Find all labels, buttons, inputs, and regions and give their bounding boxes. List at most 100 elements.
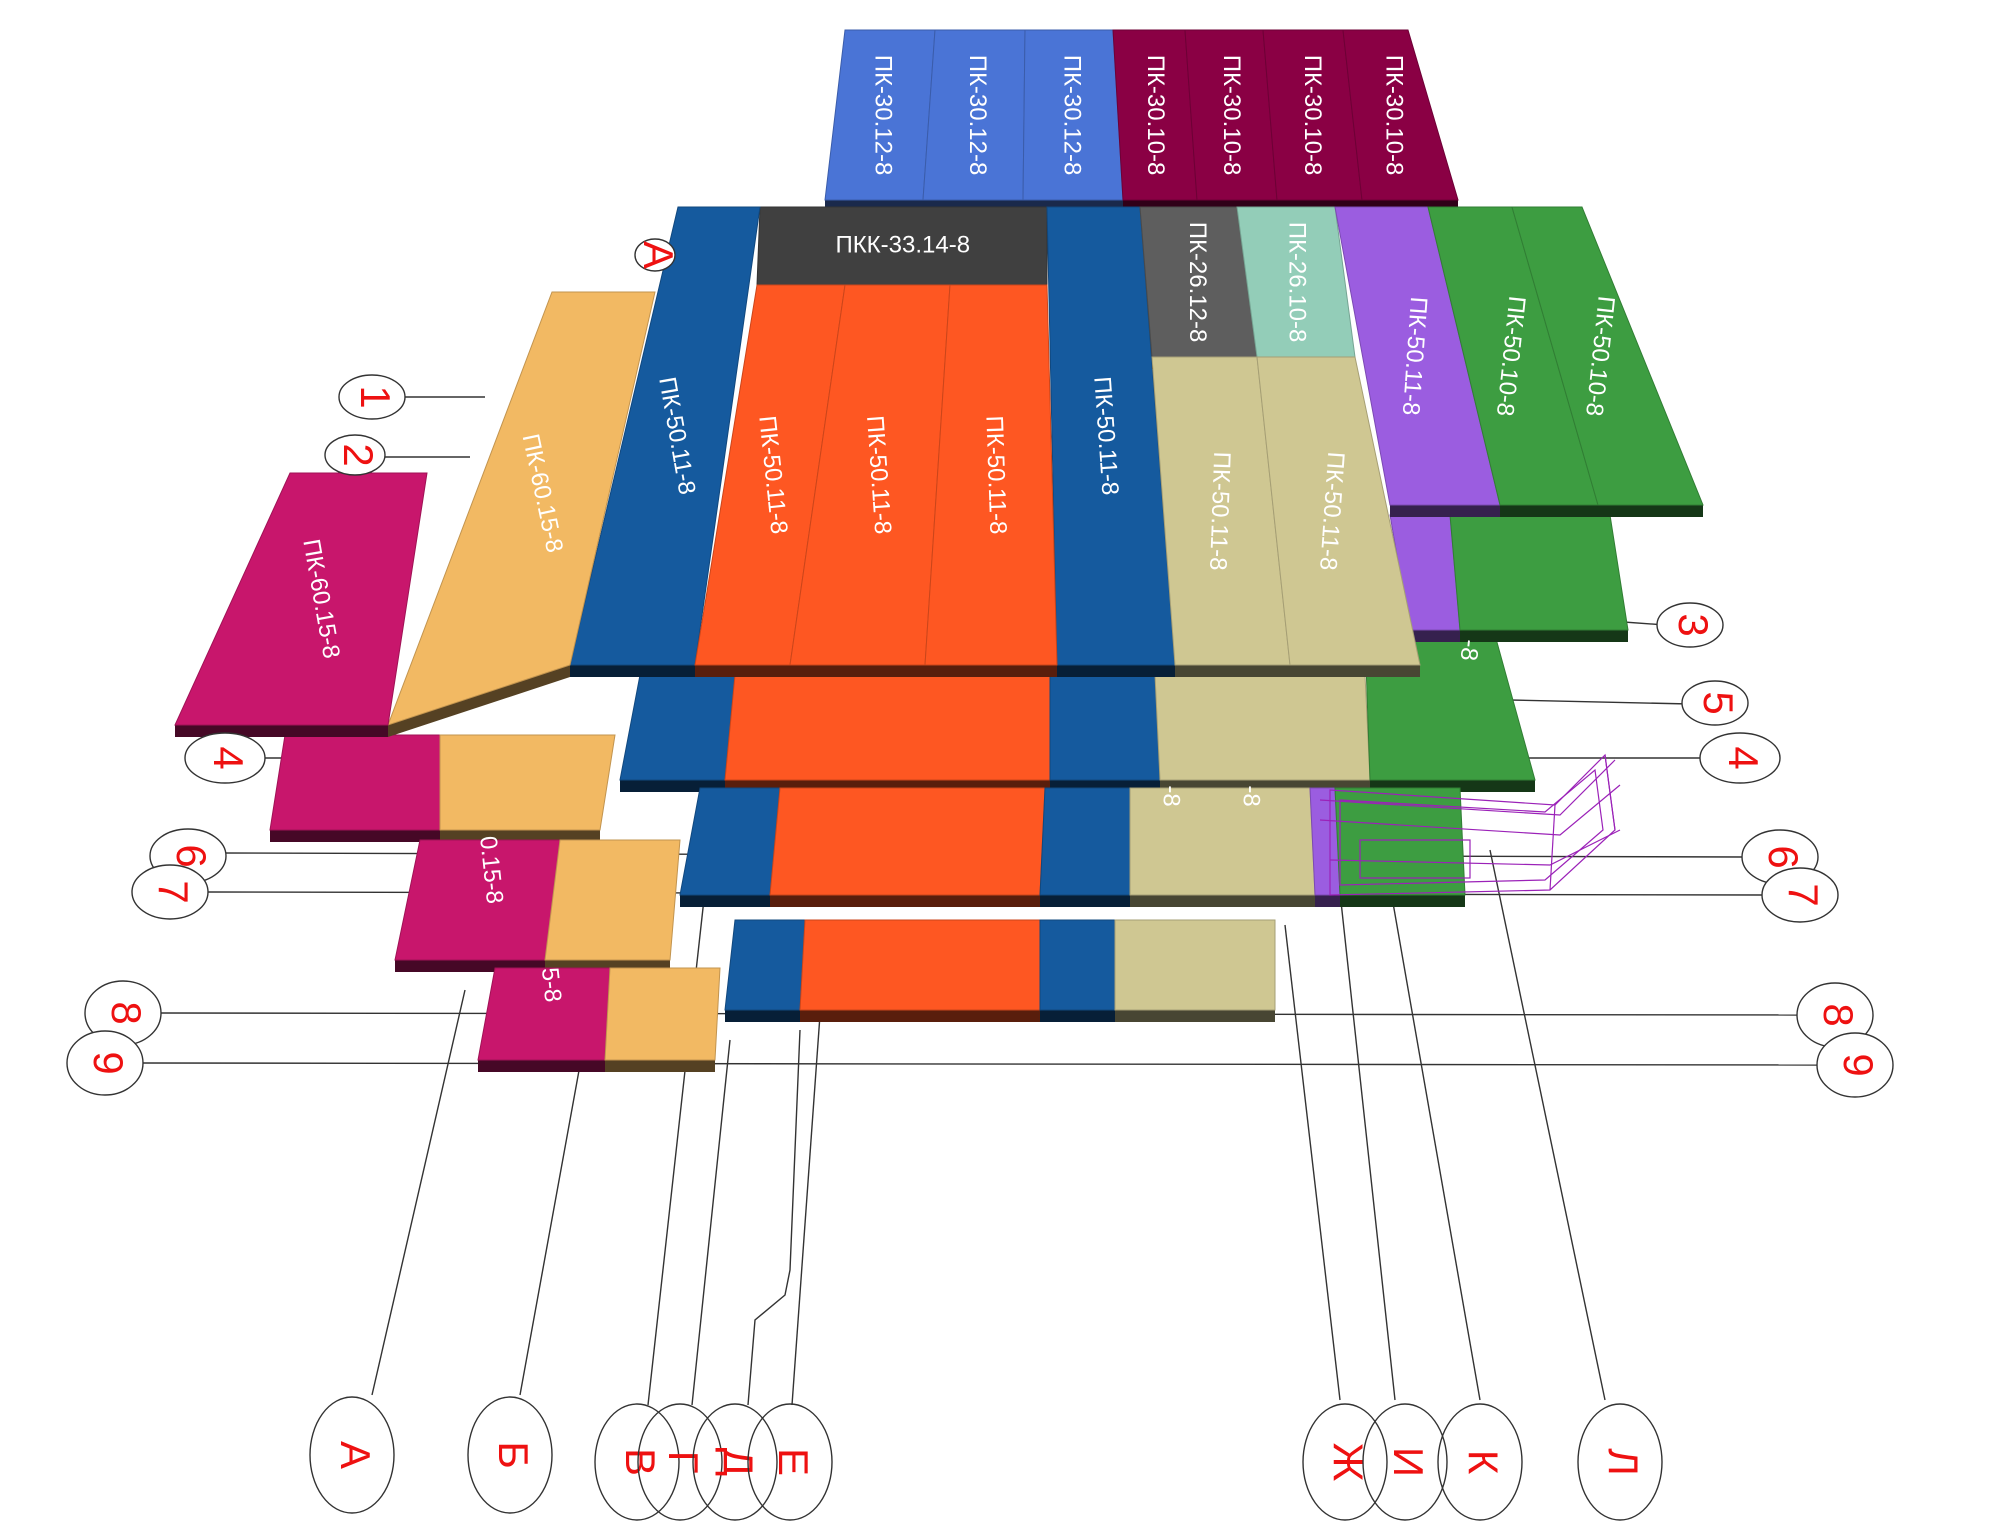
axis-marker-label-n9L: 9 <box>85 1051 132 1074</box>
axis-marker-label-n3: 3 <box>1670 613 1717 636</box>
axis-marker-n7L: 7 <box>131 864 209 920</box>
partial-label-pl-tan3a: -8 <box>1158 785 1185 806</box>
panels: ПК-30.12-8 ПК-30.12-8 ПК-30.12-8 ПК-30.10-8… <box>174 29 1704 1072</box>
panel-or1: ПК-50.11-8 <box>694 284 846 677</box>
axis-marker-n3: 3 <box>1656 602 1724 648</box>
lower-slab-10 <box>769 787 1046 907</box>
axis-line-А <box>371 989 466 1396</box>
panel-or3: ПК-50.11-8 <box>924 284 1058 677</box>
panel-label-top6: ПК-30.10-8 <box>1299 55 1326 176</box>
axis-marker-label-n1: 1 <box>352 385 399 408</box>
axis-marker-LE: Е <box>747 1403 833 1521</box>
panel-green2: ПК-50.10-8 <box>1511 206 1704 517</box>
lower-slab-18 <box>799 919 1041 1022</box>
lower-slab-14 <box>1334 787 1466 907</box>
lower-slab-17 <box>724 919 806 1022</box>
axis-marker-label-n9R: 9 <box>1835 1053 1882 1076</box>
axis-line-Ж <box>1284 924 1341 1401</box>
panel-yellow: ПК-60.15-8 <box>387 291 656 737</box>
panel-magenta: ПК-60.15-8 <box>174 472 428 737</box>
panel-label-mint26: ПК-26.10-8 <box>1284 222 1311 343</box>
axis-marker-LK: К <box>1437 1403 1523 1521</box>
panel-label-or3: ПК-50.11-8 <box>980 415 1011 535</box>
lower-slab-11 <box>1039 787 1131 907</box>
axis-line-9 <box>139 1062 1821 1066</box>
panel-top7: ПК-30.10-8 <box>1342 29 1459 212</box>
lower-slab-19 <box>1039 919 1116 1022</box>
panel-tan1: ПК-50.11-8 <box>1151 356 1291 677</box>
axis-marker-label-n5: 5 <box>1695 691 1742 714</box>
axis-marker-n1: 1 <box>338 374 406 420</box>
axis-marker-nA_top: А <box>634 238 682 272</box>
axis-line-Л <box>1489 849 1606 1401</box>
axis-marker-label-n8R: 8 <box>1815 1003 1862 1026</box>
axis-marker-label-n7R: 7 <box>1780 883 1827 906</box>
lower-slab-6 <box>1449 514 1629 642</box>
panel-green1: ПК-50.10-8 <box>1427 206 1599 517</box>
panel-label-gray26: ПК-26.12-8 <box>1184 222 1211 343</box>
axis-marker-label-LL: Л <box>1600 1448 1647 1476</box>
lower-slab-7 <box>269 734 441 842</box>
lower-slab-3 <box>1154 674 1371 792</box>
axis-marker-LA: А <box>309 1396 395 1514</box>
axis-line-Е <box>791 1014 821 1406</box>
panel-top4: ПК-30.10-8 <box>1112 29 1198 212</box>
panel-label-pkk: ПКК-33.14-8 <box>835 231 970 258</box>
panel-tan2: ПК-50.11-8 <box>1256 356 1421 677</box>
axis-marker-label-LK: К <box>1460 1450 1507 1475</box>
axis-marker-LB: Б <box>467 1396 553 1514</box>
axis-marker-label-LZh: Ж <box>1325 1443 1372 1482</box>
lower-slab-22 <box>604 967 721 1072</box>
panel-label-top5: ПК-30.10-8 <box>1218 55 1245 176</box>
axis-marker-LV: В <box>594 1403 680 1521</box>
panel-label-top2: ПК-30.12-8 <box>964 55 991 176</box>
panel-or2: ПК-50.11-8 <box>789 284 951 677</box>
panel-label-top1: ПК-30.12-8 <box>870 55 897 176</box>
axis-marker-LD: Д <box>692 1403 778 1521</box>
stair-wireframe <box>1319 753 1621 896</box>
axis-marker-label-LI: И <box>1385 1447 1432 1477</box>
axis-marker-label-n4L: 4 <box>205 746 252 769</box>
lower-slab-16 <box>544 839 681 972</box>
axis-marker-n7R: 7 <box>1761 867 1839 923</box>
partial-label-pl-green2: -8 <box>1455 638 1484 662</box>
axis-marker-label-n6R: 6 <box>1760 845 1807 868</box>
panel-top3: ПК-30.12-8 <box>1022 29 1124 212</box>
axis-marker-label-LG: Г <box>660 1451 707 1474</box>
axis-marker-label-LB: Б <box>490 1441 537 1469</box>
panel-pkk: ПКК-33.14-8 <box>756 206 1048 297</box>
axis-marker-label-LV: В <box>617 1448 664 1476</box>
axis-line-5 <box>1509 699 1691 705</box>
axis-marker-label-nA_top: А <box>635 241 682 269</box>
lower-slab-0 <box>619 674 736 792</box>
axis-marker-n2: 2 <box>324 434 386 476</box>
axis-marker-n9L: 9 <box>66 1030 144 1096</box>
axis-marker-n8R: 8 <box>1796 982 1874 1048</box>
panel-purple: ПК-50.11-8 <box>1334 206 1501 517</box>
lower-slab-9 <box>679 787 781 907</box>
panel-top5: ПК-30.10-8 <box>1184 29 1278 212</box>
panel-label-top3: ПК-30.12-8 <box>1059 55 1086 176</box>
panel-blueR: ПК-50.11-8 <box>1046 206 1176 677</box>
axis-marker-n9R: 9 <box>1816 1032 1894 1098</box>
panel-label-top4: ПК-30.10-8 <box>1142 55 1169 176</box>
axis-marker-LL: Л <box>1577 1403 1663 1521</box>
axis-marker-label-n8L: 8 <box>103 1001 150 1024</box>
lower-slab-1 <box>724 674 1051 792</box>
partial-label-pl-mag4: 5-8 <box>536 966 566 1003</box>
axis-marker-label-n2: 2 <box>335 443 382 466</box>
panel-label-top7: ПК-30.10-8 <box>1380 55 1407 176</box>
axis-marker-n5: 5 <box>1681 680 1749 726</box>
axis-line-Д <box>747 1029 801 1406</box>
axis-marker-label-LE: Е <box>770 1448 817 1476</box>
axis-marker-label-n6L: 6 <box>168 844 215 867</box>
panel-blueL: ПК-50.11-8 <box>569 206 761 677</box>
axis-marker-label-LD: Д <box>715 1448 762 1476</box>
lower-slab-8 <box>439 734 616 842</box>
lower-slab-21 <box>477 967 611 1072</box>
lower-slab-2 <box>1049 674 1161 792</box>
partial-label-pl-tan3b: -8 <box>1238 785 1265 806</box>
axis-line-Г <box>691 1039 731 1406</box>
